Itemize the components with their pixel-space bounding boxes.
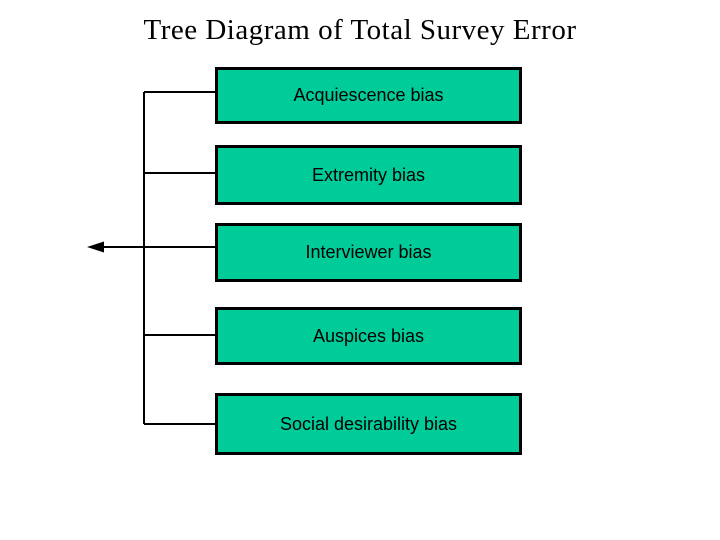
tree-node-label: Social desirability bias bbox=[279, 413, 458, 434]
slide-title: Tree Diagram of Total Survey Error bbox=[143, 14, 577, 46]
tree-node-interviewer-bias: Interviewer bias bbox=[215, 223, 522, 282]
tree-node-label: Acquiescence bias bbox=[293, 85, 444, 105]
tree-node-label: Extremity bias bbox=[311, 164, 426, 185]
tree-node-label: Interviewer bias bbox=[305, 242, 432, 262]
tree-node-auspices-bias: Auspices bias bbox=[215, 307, 522, 365]
tree-node-acquiescence-bias: Acquiescence bias bbox=[215, 67, 522, 124]
tree-node-label: Auspices bias bbox=[312, 325, 425, 346]
tree-node-social-desirability-bias: Social desirability bias bbox=[215, 393, 522, 455]
tree-node-extremity-bias: Extremity bias bbox=[215, 145, 522, 205]
arrowhead-left-icon bbox=[87, 241, 104, 253]
